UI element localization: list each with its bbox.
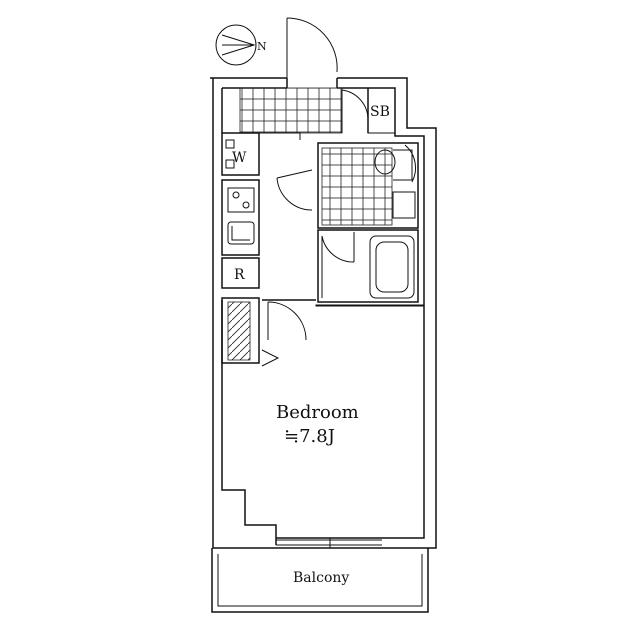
bathroom (317, 229, 419, 303)
bedroom-label: Bedroom (276, 402, 359, 423)
kitchen-door[interactable] (276, 169, 313, 211)
toilet-icon (374, 149, 416, 219)
washer-label: W (232, 150, 247, 166)
washer-space: W (221, 132, 260, 176)
storage-box: SB (367, 87, 396, 134)
entrance-door[interactable] (286, 17, 338, 88)
bathtub-icon (369, 235, 415, 299)
bedroom-door[interactable] (262, 299, 316, 341)
sink-icon (227, 221, 255, 245)
closet (221, 297, 280, 367)
refrigerator-space: R (221, 257, 260, 289)
kitchen-counter (221, 179, 260, 256)
compass-icon: N (215, 24, 267, 66)
stove-icon (227, 187, 255, 213)
balcony: Balcony (211, 548, 429, 613)
compass-north-label: N (257, 40, 267, 53)
storage-box-label: SB (370, 104, 390, 120)
entrance-tile-area (239, 87, 369, 140)
bedroom-size-label: ≒7.8J (284, 426, 335, 447)
toilet-room (317, 142, 419, 229)
balcony-window (276, 538, 382, 548)
stairs-icon (227, 301, 251, 361)
refrigerator-label: R (234, 267, 245, 283)
balcony-label: Balcony (293, 570, 349, 586)
bedroom: Bedroom ≒7.8J (276, 304, 425, 447)
